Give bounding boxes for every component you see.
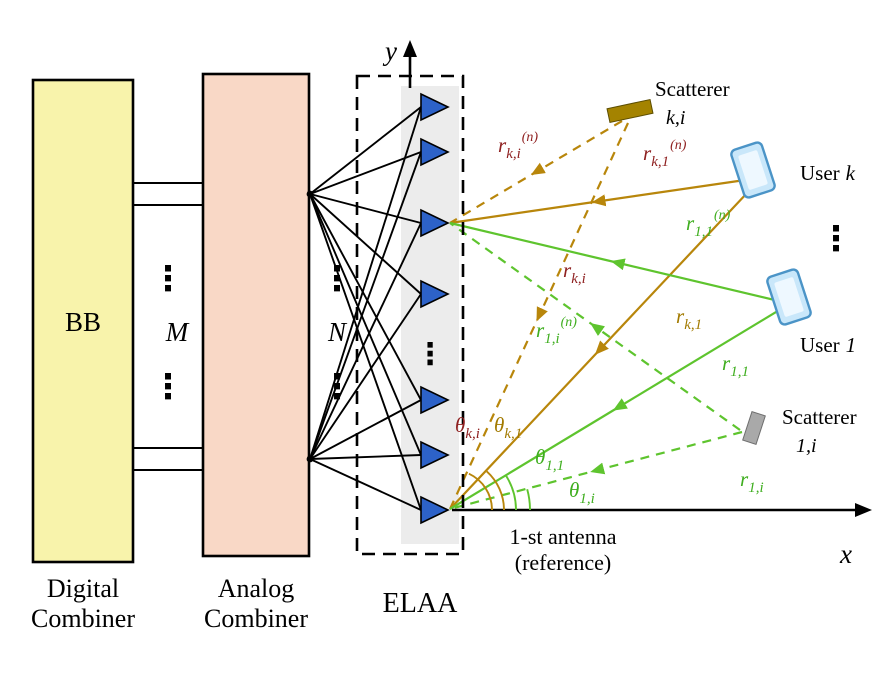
antenna-icon: [420, 137, 450, 167]
bb-label: BB: [65, 307, 101, 337]
ray-user-k-to-nth-antenna: [449, 178, 746, 225]
propagation-rays: [449, 120, 787, 511]
digital-combiner-caption-line2: Combiner: [31, 604, 135, 633]
ray-label-r-k1: rk,1: [676, 304, 702, 333]
ray-scatterer-1i-to-nth-antenna: [449, 222, 741, 431]
ray-scatterer-ki-to-nth-antenna: [449, 120, 623, 224]
user-k-phone-icon: [730, 141, 776, 199]
antenna-count-label: N: [327, 317, 348, 347]
antenna-icon: [420, 279, 450, 309]
digital-combiner-box: [31, 78, 135, 564]
ray-scatterer-ki-to-ref-antenna: [449, 122, 629, 510]
ray-label-r-k1-n: rk,1(n): [643, 138, 687, 170]
scatterer-1i-label: Scatterer: [782, 405, 857, 429]
ray-scatterer-1i-to-ref-antenna: [449, 430, 743, 511]
ray-label-r-ki: rk,i: [563, 258, 586, 287]
ray-user-1-to-ref-antenna: [449, 305, 787, 510]
ray-label-r-11-n: r1,1(n): [686, 208, 731, 240]
digital-combiner-caption-line1: Digital: [47, 574, 119, 603]
vertical-ellipsis-m-top: ⋮: [151, 259, 185, 299]
analog-combiner-caption-line1: Analog: [218, 574, 295, 603]
ray-label-r-ki-n: rk,i(n): [498, 130, 538, 162]
x-axis-label: x: [839, 539, 852, 569]
antenna-strip: [401, 86, 459, 544]
angle-label-theta-k1: θk,1: [494, 413, 522, 442]
scatterer-1i-index: 1,i: [796, 435, 817, 457]
elaa-caption: ELAA: [383, 588, 458, 619]
reference-antenna-note-line1: 1-st antenna: [510, 524, 617, 549]
ray-user-k-to-ref-antenna: [449, 191, 749, 510]
antenna-array: [420, 92, 450, 525]
rf-chain-hub-bottom: [306, 455, 314, 463]
bb-to-analog-wires: [133, 181, 203, 472]
vertical-ellipsis-m-bottom: ⋮: [151, 367, 185, 407]
ray-label-r-1i-n: r1,i(n): [536, 315, 577, 347]
angle-arcs: [468, 470, 531, 511]
angle-label-theta-ki: θk,i: [455, 413, 480, 442]
antenna-icon: [420, 208, 450, 238]
rf-chain-hub-top: [306, 190, 314, 198]
antenna-icon: [420, 92, 450, 122]
antenna-icon: [420, 385, 450, 415]
user-1-phone-icon: [766, 268, 812, 326]
ray-label-r-11: r1,1: [722, 351, 749, 380]
angle-label-theta-1i: θ1,i: [569, 478, 595, 507]
antenna-icon: [420, 495, 450, 525]
antenna-icon: [420, 440, 450, 470]
scatterer-1i-icon: [742, 410, 766, 446]
scatterer-ki-icon: [606, 98, 654, 124]
angle-label-theta-11: θ1,1: [535, 445, 564, 474]
vertical-ellipsis-antennas: ⋮: [415, 337, 445, 372]
analog-combiner-box: [201, 72, 311, 558]
vertical-ellipsis-n-bottom: ⋮: [320, 367, 354, 407]
reference-antenna-note-line2: (reference): [515, 550, 611, 575]
ray-label-r-1i: r1,i: [740, 467, 764, 496]
analog-combiner-caption-line2: Combiner: [204, 604, 308, 633]
ray-user-1-to-nth-antenna: [449, 221, 784, 304]
y-axis-label: y: [382, 36, 397, 66]
rf-chain-count-label: M: [165, 317, 190, 347]
analog-to-antenna-lines: [306, 106, 422, 511]
vertical-ellipsis-users: ⋮: [819, 219, 853, 259]
scatterer-ki-label: Scatterer: [655, 77, 730, 101]
scatterer-ki-index: k,i: [666, 107, 685, 129]
vertical-ellipsis-n-top: ⋮: [320, 259, 354, 299]
